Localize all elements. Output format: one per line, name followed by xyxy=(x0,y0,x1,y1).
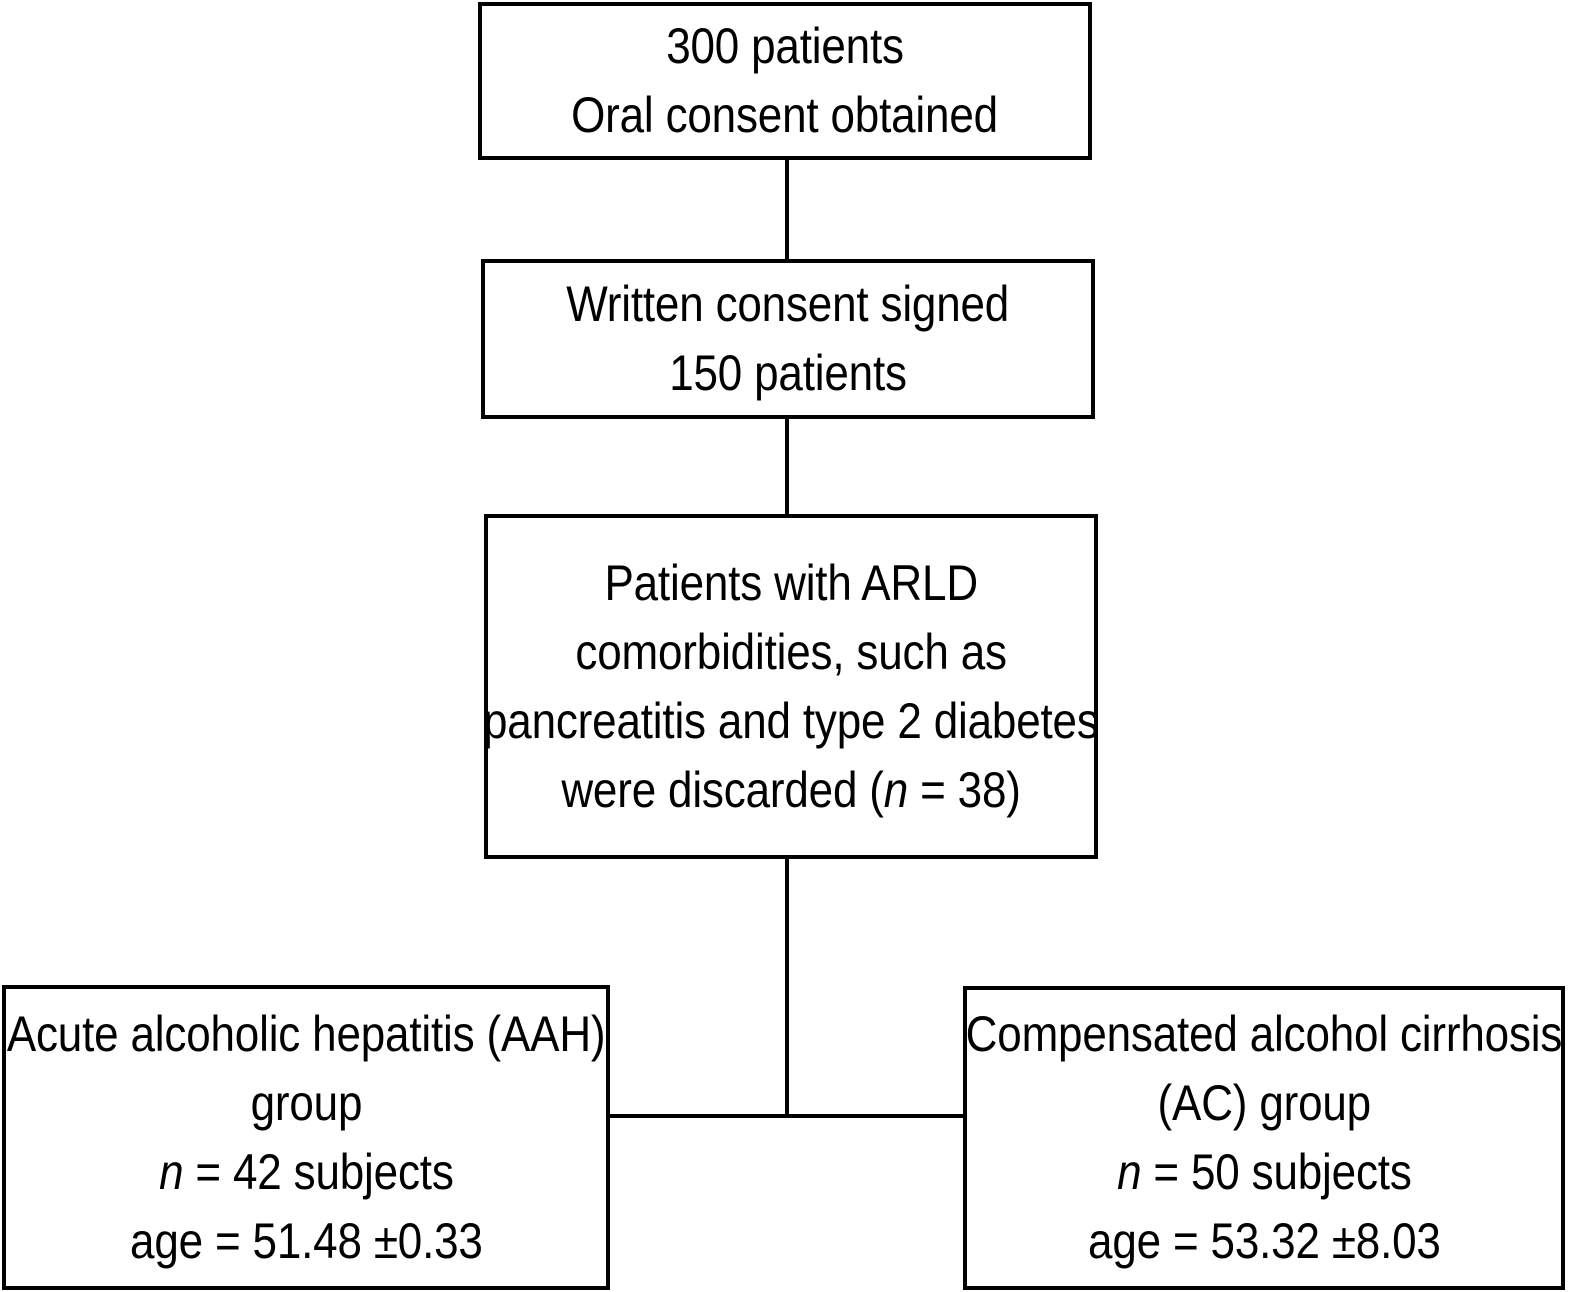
node-excluded-line-4: were discarded (n = 38) xyxy=(561,756,1021,825)
node-oral-consent-line-1: 300 patients xyxy=(666,18,904,74)
node-ac-group-n-symbol: n xyxy=(1116,1144,1142,1200)
node-written-consent: Written consent signed 150 patients xyxy=(481,259,1095,419)
node-aah-group-age: age = 51.48 ±0.33 xyxy=(129,1212,483,1269)
node-excluded-line-4-n-symbol: n xyxy=(883,761,909,818)
node-written-consent-line-1: Written consent signed xyxy=(566,276,1010,332)
node-excluded-line-3: pancreatitis and type 2 diabetes xyxy=(483,692,1099,749)
node-aah-group-n-symbol: n xyxy=(158,1143,184,1200)
node-aah-group-n-value: = 42 subjects xyxy=(183,1143,454,1200)
node-excluded-line-4-suffix: = 38) xyxy=(908,761,1021,818)
node-oral-consent: 300 patients Oral consent obtained xyxy=(478,2,1092,160)
node-written-consent-line-2: 150 patients xyxy=(669,345,907,401)
node-aah-group-line-3: n = 42 subjects xyxy=(159,1138,454,1207)
connector-split-horizontal xyxy=(606,1114,967,1118)
node-excluded-line-2: comorbidities, such as xyxy=(575,623,1007,680)
node-ac-group-age: age = 53.32 ±8.03 xyxy=(1087,1213,1441,1269)
node-excluded-line-4-prefix: were discarded ( xyxy=(561,761,884,818)
connector-consent-to-written xyxy=(785,158,789,261)
node-aah-group: Acute alcoholic hepatitis (AAH) group n … xyxy=(2,985,610,1290)
node-ac-group-line-2: (AC) group xyxy=(1157,1075,1371,1131)
connector-written-to-excluded xyxy=(785,417,789,516)
node-ac-group-line-3: n = 50 subjects xyxy=(1117,1138,1412,1207)
node-aah-group-line-2: group xyxy=(250,1074,362,1131)
node-ac-group-line-1: Compensated alcohol cirrhosis xyxy=(965,1006,1563,1062)
node-oral-consent-line-2: Oral consent obtained xyxy=(571,87,999,143)
node-aah-group-line-1: Acute alcoholic hepatitis (AAH) xyxy=(6,1005,606,1062)
node-ac-group-n-value: = 50 subjects xyxy=(1141,1144,1412,1200)
node-excluded-comorbidities: Patients with ARLD comorbidities, such a… xyxy=(483,514,1099,859)
node-excluded-line-1: Patients with ARLD xyxy=(604,554,978,611)
connector-excluded-to-split xyxy=(785,857,789,1118)
node-ac-group: Compensated alcohol cirrhosis (AC) group… xyxy=(963,986,1565,1290)
